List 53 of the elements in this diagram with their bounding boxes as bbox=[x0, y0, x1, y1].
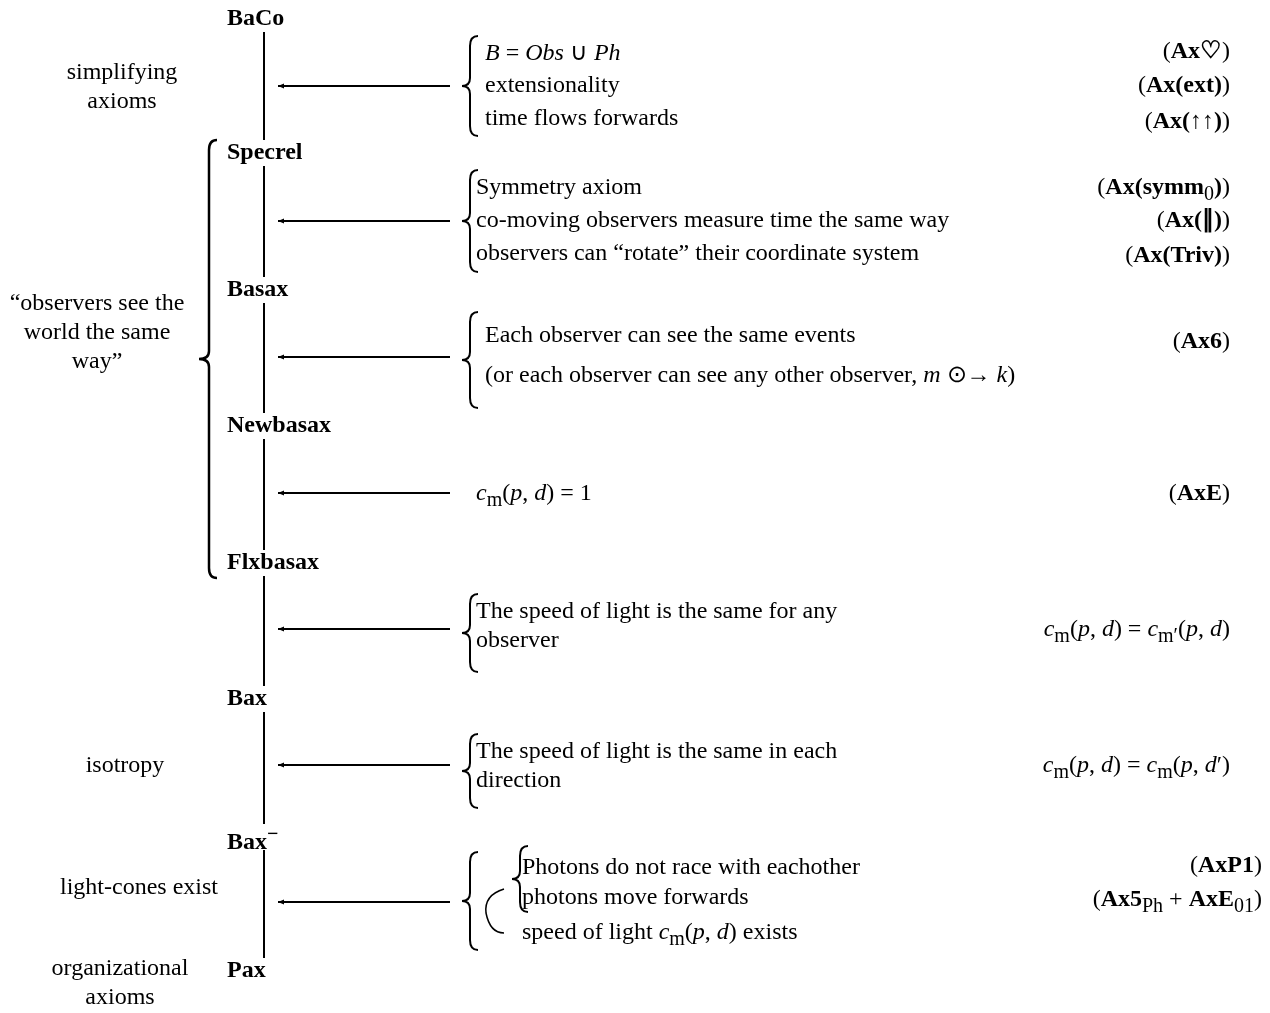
arrow bbox=[277, 218, 451, 224]
annotation: light-cones exist bbox=[59, 872, 219, 901]
system-name: BaCo bbox=[227, 3, 285, 32]
connector-line bbox=[263, 711, 265, 825]
system-name: Specrel bbox=[227, 137, 303, 166]
arrow bbox=[277, 899, 451, 905]
axiom-text: Each observer can see the same events bbox=[485, 320, 856, 349]
axiom-label: (Ax(Triv)) bbox=[1125, 240, 1230, 269]
arrow bbox=[277, 490, 451, 496]
axiom-text: The speed of light is the same for any observer bbox=[476, 596, 839, 654]
axiom-text: time flows forwards bbox=[485, 103, 679, 132]
axiom-text: photons move forwards bbox=[522, 882, 749, 911]
axiom-label: c$_{m}$(p, d) = c$_{m}$(p, d′) bbox=[1042, 750, 1230, 783]
axiom-label: (Ax♡) bbox=[1162, 36, 1230, 65]
connector-line bbox=[263, 31, 265, 141]
axiom-text: The speed of light is the same in each direction bbox=[476, 736, 839, 794]
axiom-text: Photons do not race with eachother bbox=[522, 852, 860, 881]
system-name: Bax bbox=[227, 683, 267, 712]
annotation: “observers see the world the same way” bbox=[8, 288, 186, 375]
system-name: Newbasax bbox=[227, 410, 331, 439]
axiom-label: (AxP1) bbox=[1190, 850, 1262, 879]
axiom-label: c$_{m}$(p, d) = c$_{m′}$(p, d) bbox=[1043, 614, 1230, 647]
axiom-text: c$_{m}$(p, d) = 1 bbox=[476, 478, 592, 511]
annotation: organizational axioms bbox=[50, 953, 190, 1011]
arrow bbox=[277, 354, 451, 360]
connector-line bbox=[263, 165, 265, 278]
connector-line bbox=[263, 302, 265, 414]
axiom-text: observers can “rotate” their coordinate system bbox=[476, 238, 920, 267]
axiom-label: (Ax(∥)) bbox=[1156, 205, 1230, 234]
connector-line bbox=[263, 438, 265, 551]
connector-line bbox=[263, 575, 265, 687]
axiom-text: (or each observer can see any other observer, m ⊙→ k) bbox=[485, 360, 1016, 389]
connector-line bbox=[263, 849, 265, 959]
system-name: Basax bbox=[227, 274, 289, 303]
axiom-label: (Ax(ext)) bbox=[1138, 70, 1230, 99]
axiom-text: B = Obs ∪ Ph bbox=[485, 38, 621, 67]
axiom-text: co-moving observers measure time the same way bbox=[476, 205, 950, 234]
axiom-label: (Ax(symm$_{0}$)) bbox=[1097, 172, 1230, 205]
system-name: Pax bbox=[227, 955, 266, 984]
axiom-label: (Ax6) bbox=[1172, 326, 1230, 355]
annotation: simplifying axioms bbox=[65, 57, 179, 115]
arrow bbox=[277, 626, 451, 632]
axiom-label: (AxE) bbox=[1168, 478, 1230, 507]
arrow bbox=[277, 83, 451, 89]
axiom-text: extensionality bbox=[485, 70, 620, 99]
arrow bbox=[277, 762, 451, 768]
axiom-label: (Ax5$_{Ph}$ + AxE$_{01}$) bbox=[1092, 884, 1262, 917]
annotation: isotropy bbox=[84, 750, 166, 779]
axiom-text: speed of light c$_{m}$(p, d) exists bbox=[522, 917, 798, 950]
system-name: Flxbasax bbox=[227, 547, 319, 576]
system-name: Bax$^{−}$ bbox=[227, 821, 279, 856]
axiom-label: (Ax(↑↑)) bbox=[1144, 106, 1230, 135]
axiom-text: Symmetry axiom bbox=[476, 172, 642, 201]
